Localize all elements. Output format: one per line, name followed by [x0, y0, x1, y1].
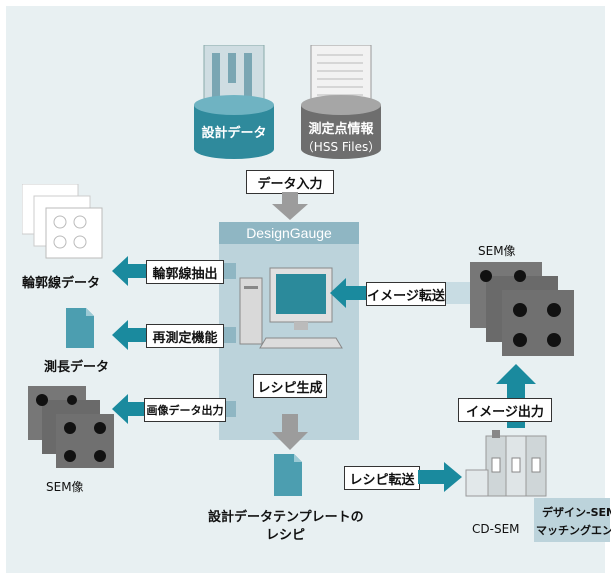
designgauge-title: DesignGauge [219, 222, 359, 244]
measure-points-cylinder [301, 45, 381, 159]
recipe-transfer-label: レシピ転送 [344, 466, 420, 490]
cd-sem-label: CD-SEM [472, 522, 520, 536]
length-data-doc-icon [66, 308, 94, 348]
sem-image-stack-left [28, 386, 114, 468]
contour-data-label: 輪郭線データ [22, 276, 101, 291]
sem-image-left-label: SEM像 [46, 480, 84, 494]
image-transfer-label: イメージ転送 [366, 282, 446, 306]
length-data-label: 測長データ [44, 360, 110, 375]
design-data-label: 設計データ [201, 126, 267, 141]
image-output-arrow [496, 364, 536, 428]
hss-files-label: （HSS Files） [301, 140, 381, 154]
recipe-transfer-arrow [418, 462, 462, 492]
recipe-gen-arrow [272, 414, 308, 450]
remeasure-stub [224, 327, 236, 343]
sem-image-right-label: SEM像 [478, 244, 516, 258]
matching-engine-line2: マッチングエンジン [536, 524, 611, 537]
image-data-out-label: 画像データ出力 [144, 398, 226, 422]
template-recipe-line2: レシピ [266, 528, 306, 543]
image-out-stub [226, 401, 236, 417]
recipe-gen-label: レシピ生成 [253, 374, 327, 398]
matching-engine-line1: デザイン-SEM [542, 506, 611, 519]
image-transfer-arrow [330, 278, 366, 308]
sem-image-stack-right [470, 262, 574, 356]
contour-arrow [112, 256, 146, 286]
remeasure-arrow [112, 320, 146, 350]
template-recipe-line1: 設計データテンプレートの [208, 510, 364, 525]
contour-stub [224, 263, 236, 279]
data-input-label: データ入力 [246, 170, 334, 194]
remeasure-label: 再測定機能 [146, 324, 224, 348]
computer-icon [239, 267, 343, 349]
cd-sem-machine [465, 430, 547, 497]
image-transfer-stub [446, 282, 470, 304]
image-out-arrow-left [112, 394, 146, 424]
image-output-label: イメージ出力 [458, 398, 552, 422]
matching-engine-box [534, 498, 610, 542]
contour-extract-label: 輪郭線抽出 [146, 260, 224, 284]
data-input-arrow [272, 192, 308, 220]
contour-data-pages [22, 184, 103, 259]
design-data-cylinder [194, 45, 274, 159]
template-recipe-doc-icon [274, 454, 302, 496]
measure-points-label: 測定点情報 [308, 122, 374, 137]
